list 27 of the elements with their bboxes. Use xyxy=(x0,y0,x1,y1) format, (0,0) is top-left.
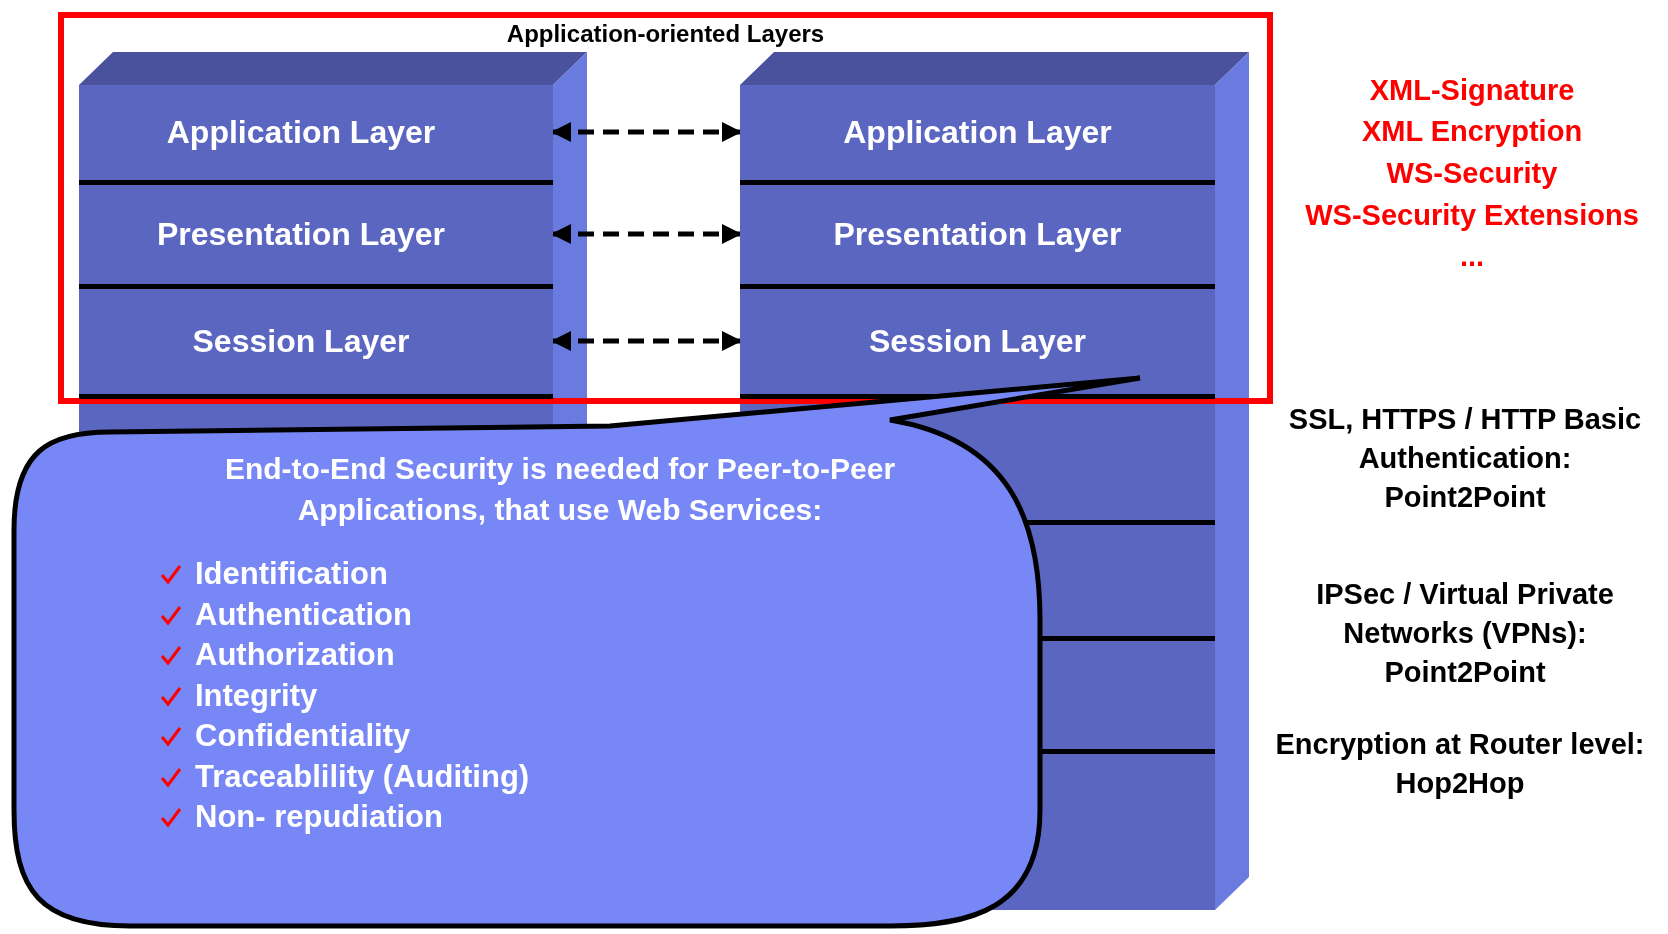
group-title: Application-oriented Layers xyxy=(506,20,825,48)
list-item: Non- repudiation xyxy=(195,798,443,836)
arrow xyxy=(551,122,742,142)
layer-name: Application Layer xyxy=(843,114,1112,151)
list-item: Integrity xyxy=(195,676,318,715)
bubble-heading: End-to-End Security is needed for Peer-to-Peer Applications, that use Web Services: xyxy=(223,451,897,528)
layer-group-frame xyxy=(58,12,1273,404)
list-item: Authorization xyxy=(195,636,395,674)
arrow xyxy=(551,224,742,244)
layer-name: Presentation Layer xyxy=(156,216,446,253)
standard-name: WS-Security xyxy=(1385,156,1559,191)
security-note: IPSec / Virtual Private Networks (VPNs): Point2Point xyxy=(1315,577,1615,691)
standard-name: ... xyxy=(1458,239,1486,274)
security-note: SSL, HTTPS / HTTP Basic Authentication: Point2Point xyxy=(1287,402,1643,516)
arrow xyxy=(551,331,742,351)
list-item: Confidentiality xyxy=(195,717,411,755)
standard-name: WS-Security Extensions xyxy=(1304,198,1640,233)
layer-name: Session Layer xyxy=(192,323,410,360)
list-item: Traceablility (Auditing) xyxy=(195,757,530,796)
standard-name: XML-Signature xyxy=(1368,73,1576,108)
list-item: Identification xyxy=(195,555,388,593)
layer-name: Presentation Layer xyxy=(833,216,1122,253)
layer-name: Application Layer xyxy=(166,114,436,151)
list-item: Authentication xyxy=(195,595,412,634)
standard-name: XML Encryption xyxy=(1360,114,1584,149)
layer-name: Session Layer xyxy=(869,323,1086,360)
security-note: Encryption at Router level: Hop2Hop xyxy=(1275,727,1645,802)
